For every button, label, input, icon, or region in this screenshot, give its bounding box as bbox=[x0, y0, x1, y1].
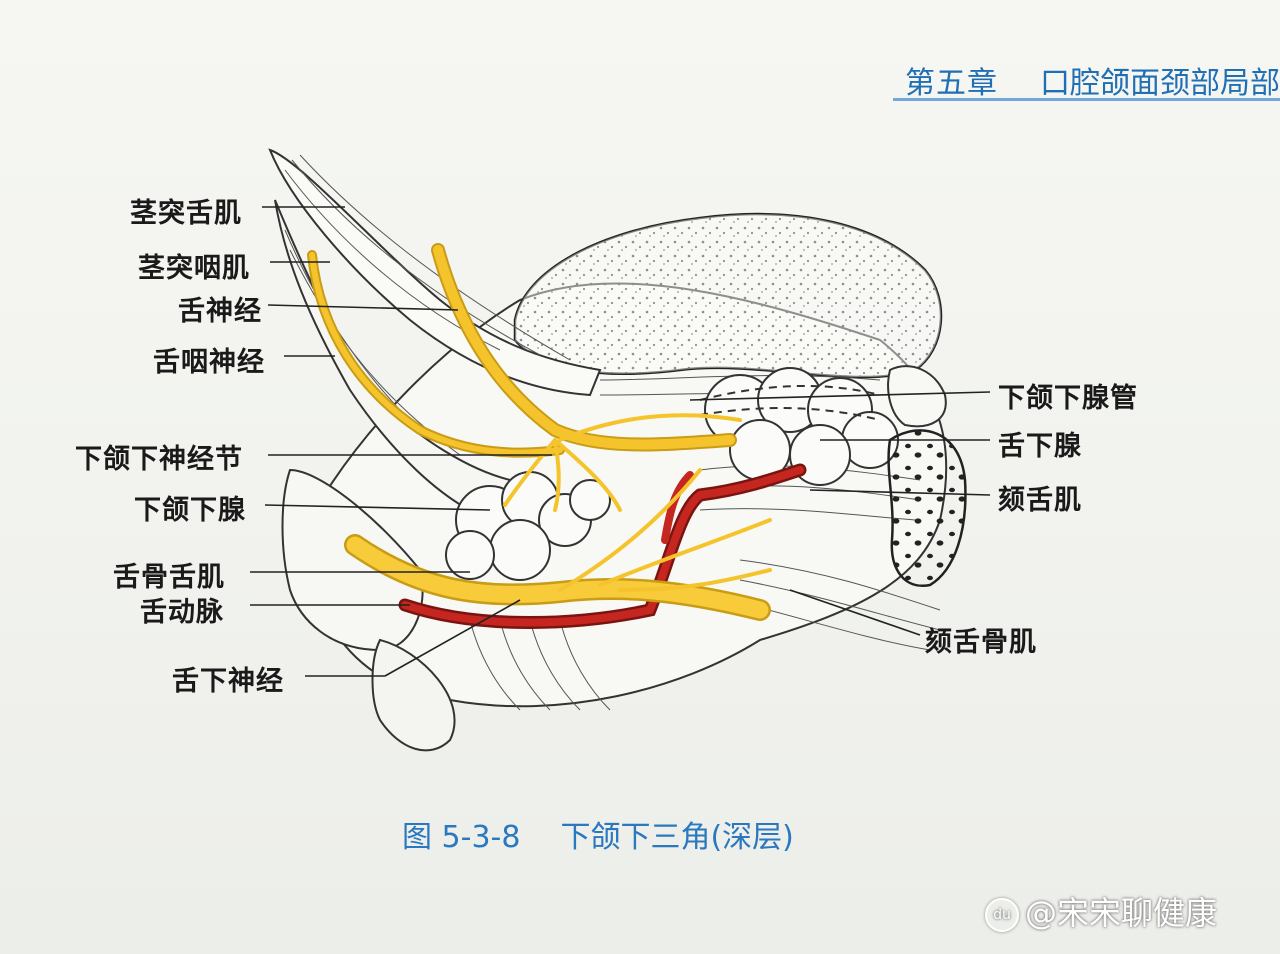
label-lingual-nerve: 舌神经 bbox=[178, 296, 262, 327]
label-stylopharyngeus: 茎突咽肌 bbox=[138, 253, 250, 284]
label-styloglossus: 茎突舌肌 bbox=[130, 198, 242, 229]
tongue-fill bbox=[515, 214, 942, 378]
label-lingual-artery: 舌动脉 bbox=[140, 597, 224, 628]
leader-lines bbox=[250, 206, 991, 677]
sublingual-gland-shape bbox=[704, 367, 899, 486]
label-hyoglossus: 舌骨舌肌 bbox=[113, 562, 225, 593]
watermark-text: @宋宋聊健康 bbox=[1025, 894, 1218, 932]
chapter-title: 口腔颌面颈部局部 bbox=[1040, 66, 1280, 101]
du-icon: du bbox=[985, 898, 1019, 932]
label-genioglossus: 颏舌肌 bbox=[998, 485, 1082, 516]
figure-number: 图 5-3-8 bbox=[402, 820, 521, 855]
nerve-paths bbox=[307, 243, 772, 621]
chapter-header-bar bbox=[893, 52, 1280, 101]
label-sublingual-gland: 舌下腺 bbox=[998, 431, 1082, 462]
hyoid-lower-body bbox=[371, 638, 456, 752]
submandibular-duct-dashes bbox=[699, 384, 881, 401]
mandible-bone bbox=[887, 429, 967, 588]
label-submandibular-duct: 下颌下腺管 bbox=[998, 383, 1138, 414]
label-submandibular-ganglion: 下颌下神经节 bbox=[75, 444, 243, 475]
figure-caption: 图 5-3-8 下颌下三角(深层) bbox=[402, 812, 794, 856]
label-hypoglossal-nerve: 舌下神经 bbox=[172, 666, 284, 697]
chapter-number: 第五章 bbox=[905, 66, 998, 101]
figure-title: 下颌下三角(深层) bbox=[560, 820, 794, 855]
watermark: du@宋宋聊健康 bbox=[985, 888, 1217, 934]
label-submandibular-gland: 下颌下腺 bbox=[134, 495, 246, 526]
label-geniohyoid: 颏舌骨肌 bbox=[925, 627, 1037, 658]
styloglossus-muscle bbox=[268, 148, 602, 397]
tongue-mass bbox=[513, 212, 943, 379]
label-glossopharyngeal-nerve: 舌咽神经 bbox=[153, 347, 265, 378]
